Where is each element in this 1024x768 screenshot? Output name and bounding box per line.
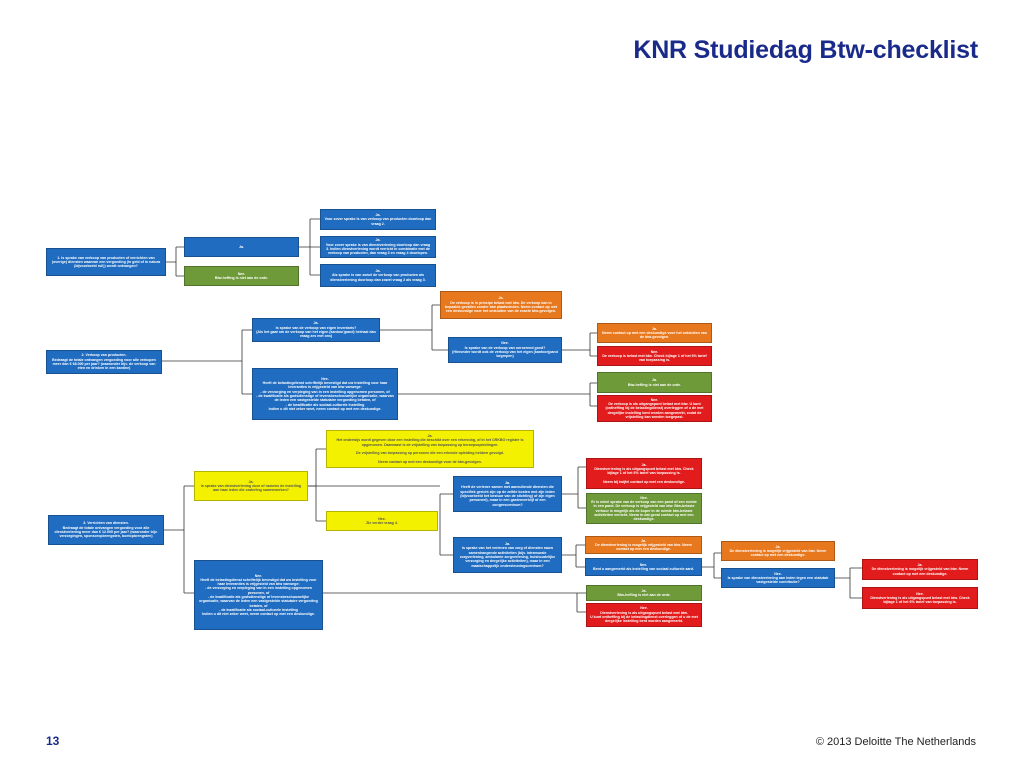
q3-nee-nee-box: Nee. Dienstverlening is als uitgangspunt… xyxy=(586,603,702,627)
copyright-footer: © 2013 Deloitte The Netherlands xyxy=(815,736,976,748)
q3-a-result-2-box: Nee. Er is enkel sprake van de verkoop v… xyxy=(586,493,702,524)
q3-b-result-2-box: Nee. Bent u aangemerkt als instelling va… xyxy=(585,558,702,576)
q3-ja-box: Ja. Is sprake van dienstverlening door o… xyxy=(194,471,308,501)
q1-result-2-box: Ja. Voor zover sprake is van dienstverle… xyxy=(320,236,436,258)
question-1-box: 1. Is sprake van verkoop van producten o… xyxy=(46,248,166,276)
q3-a-box: Ja. Heeft de verlener samen met aanvulle… xyxy=(453,476,562,512)
q1-result-3-box: Ja. Als sprake is van zowel de verkoop v… xyxy=(320,264,436,287)
q3-nee-box: Nee. Heeft de belastingdienst schrifteli… xyxy=(194,560,323,630)
q2-og-nee-box: Nee. De verkoop is belast met btw. Check… xyxy=(597,346,712,366)
q1-result-1-box: Ja. Voor zover sprake is van verkoop van… xyxy=(320,209,436,230)
page-number: 13 xyxy=(46,734,60,748)
q3-nee-ja-box: Ja. Btw-heffing is niet aan de orde. xyxy=(586,585,702,601)
q2-nee-nee-box: Nee. De verkoop is als uitgangspunt bela… xyxy=(597,395,712,422)
q2-ja-nee-box: Nee. Is sprake van de verkoop van onroer… xyxy=(448,337,562,363)
q3-b-result-1-box: Ja. De dienstverlening is mogelijk vrijg… xyxy=(585,536,702,554)
q2-nee-box: Nee. Heeft de belastingdienst schrifteli… xyxy=(252,368,398,420)
q1-nee-box: Nee. Btw-heffing is niet aan de orde. xyxy=(184,266,299,286)
q3-yellow-mid-box: Nee. Zie verder vraag 4. xyxy=(326,511,438,531)
q3-end-nee-box: Nee. Dienstverlening is als uitgangspunt… xyxy=(862,587,978,609)
q2-ja-ja-box: Ja. De verkoop is in principe belast met… xyxy=(440,291,562,319)
q2-nee-ja-box: Ja. Btw-heffing is niet aan de orde. xyxy=(597,372,712,393)
q1-ja-box: Ja. xyxy=(184,237,299,257)
q3-end-ja-box: Ja. De dienstverlening is mogelijk vrijg… xyxy=(862,559,978,580)
q3-b-result-2-nee-box: Nee. Is sprake van dienstverlening aan l… xyxy=(721,568,835,588)
question-2-box: 2. Verkoop van producten. Bedraagt de to… xyxy=(46,350,162,374)
q3-a-result-1-box: Ja. Dienstverlening is als uitgangspunt … xyxy=(586,458,702,489)
q2-og-ja-box: Ja. Neem contact op met een deskundige v… xyxy=(597,323,712,343)
q2-ja-box: Ja. Is sprake van de verkoop van eigen i… xyxy=(252,318,380,342)
q3-b-box: Ja. Is sprake van het verlenen van zorg … xyxy=(453,537,562,573)
q3-yellow-top-box: Ja. Het onderwijs wordt gegeven door een… xyxy=(326,430,534,468)
question-3-box: 3. Verrichten van diensten. Bedraagt de … xyxy=(48,515,164,545)
page-title: KNR Studiedag Btw-checklist xyxy=(633,36,978,64)
q3-b-result-2-ja-box: Ja. De dienstverlening is mogelijk vrijg… xyxy=(721,541,835,561)
